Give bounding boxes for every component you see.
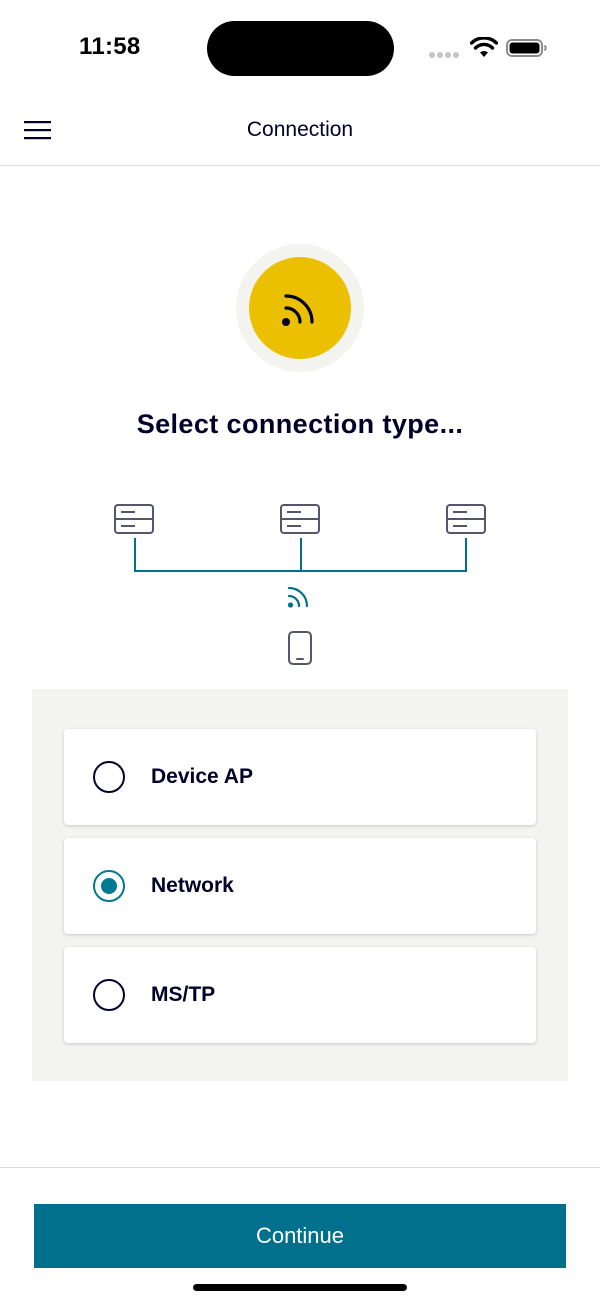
page-title: Connection bbox=[246, 118, 354, 141]
cellular-signal-icon bbox=[429, 52, 459, 58]
nav-bar: Connection bbox=[0, 96, 600, 166]
option-label: Network bbox=[151, 874, 234, 897]
home-indicator[interactable] bbox=[193, 1284, 407, 1291]
status-bar: 11:58 bbox=[0, 0, 600, 96]
status-time: 11:58 bbox=[79, 33, 141, 60]
menu-button[interactable] bbox=[18, 110, 58, 150]
connection-diagram bbox=[114, 504, 486, 665]
dynamic-island bbox=[207, 21, 394, 76]
battery-icon bbox=[506, 39, 547, 57]
section-heading: Select connection type... bbox=[136, 409, 464, 439]
connection-options-panel: Device AP Network MS/TP bbox=[32, 689, 568, 1081]
hero-circle bbox=[249, 257, 351, 359]
wireless-signal-icon bbox=[282, 294, 314, 326]
wireless-signal-icon bbox=[287, 586, 309, 608]
radio-device-ap[interactable] bbox=[93, 761, 125, 793]
option-label: Device AP bbox=[151, 765, 253, 788]
device-icon bbox=[446, 504, 486, 534]
hamburger-menu-icon bbox=[24, 121, 51, 140]
radio-network[interactable] bbox=[93, 870, 125, 902]
option-device-ap[interactable]: Device AP bbox=[64, 729, 536, 825]
network-bus-line bbox=[134, 538, 467, 572]
device-icon bbox=[280, 504, 320, 534]
hero-badge bbox=[236, 244, 364, 372]
radio-ms-tp[interactable] bbox=[93, 979, 125, 1011]
option-label: MS/TP bbox=[151, 983, 216, 1006]
footer-divider bbox=[0, 1167, 600, 1168]
continue-button[interactable]: Continue bbox=[34, 1204, 566, 1268]
option-ms-tp[interactable]: MS/TP bbox=[64, 947, 536, 1043]
status-icons bbox=[428, 36, 550, 60]
option-network[interactable]: Network bbox=[64, 838, 536, 934]
device-icon bbox=[114, 504, 154, 534]
smartphone-icon bbox=[288, 631, 312, 665]
wifi-icon bbox=[470, 37, 498, 57]
